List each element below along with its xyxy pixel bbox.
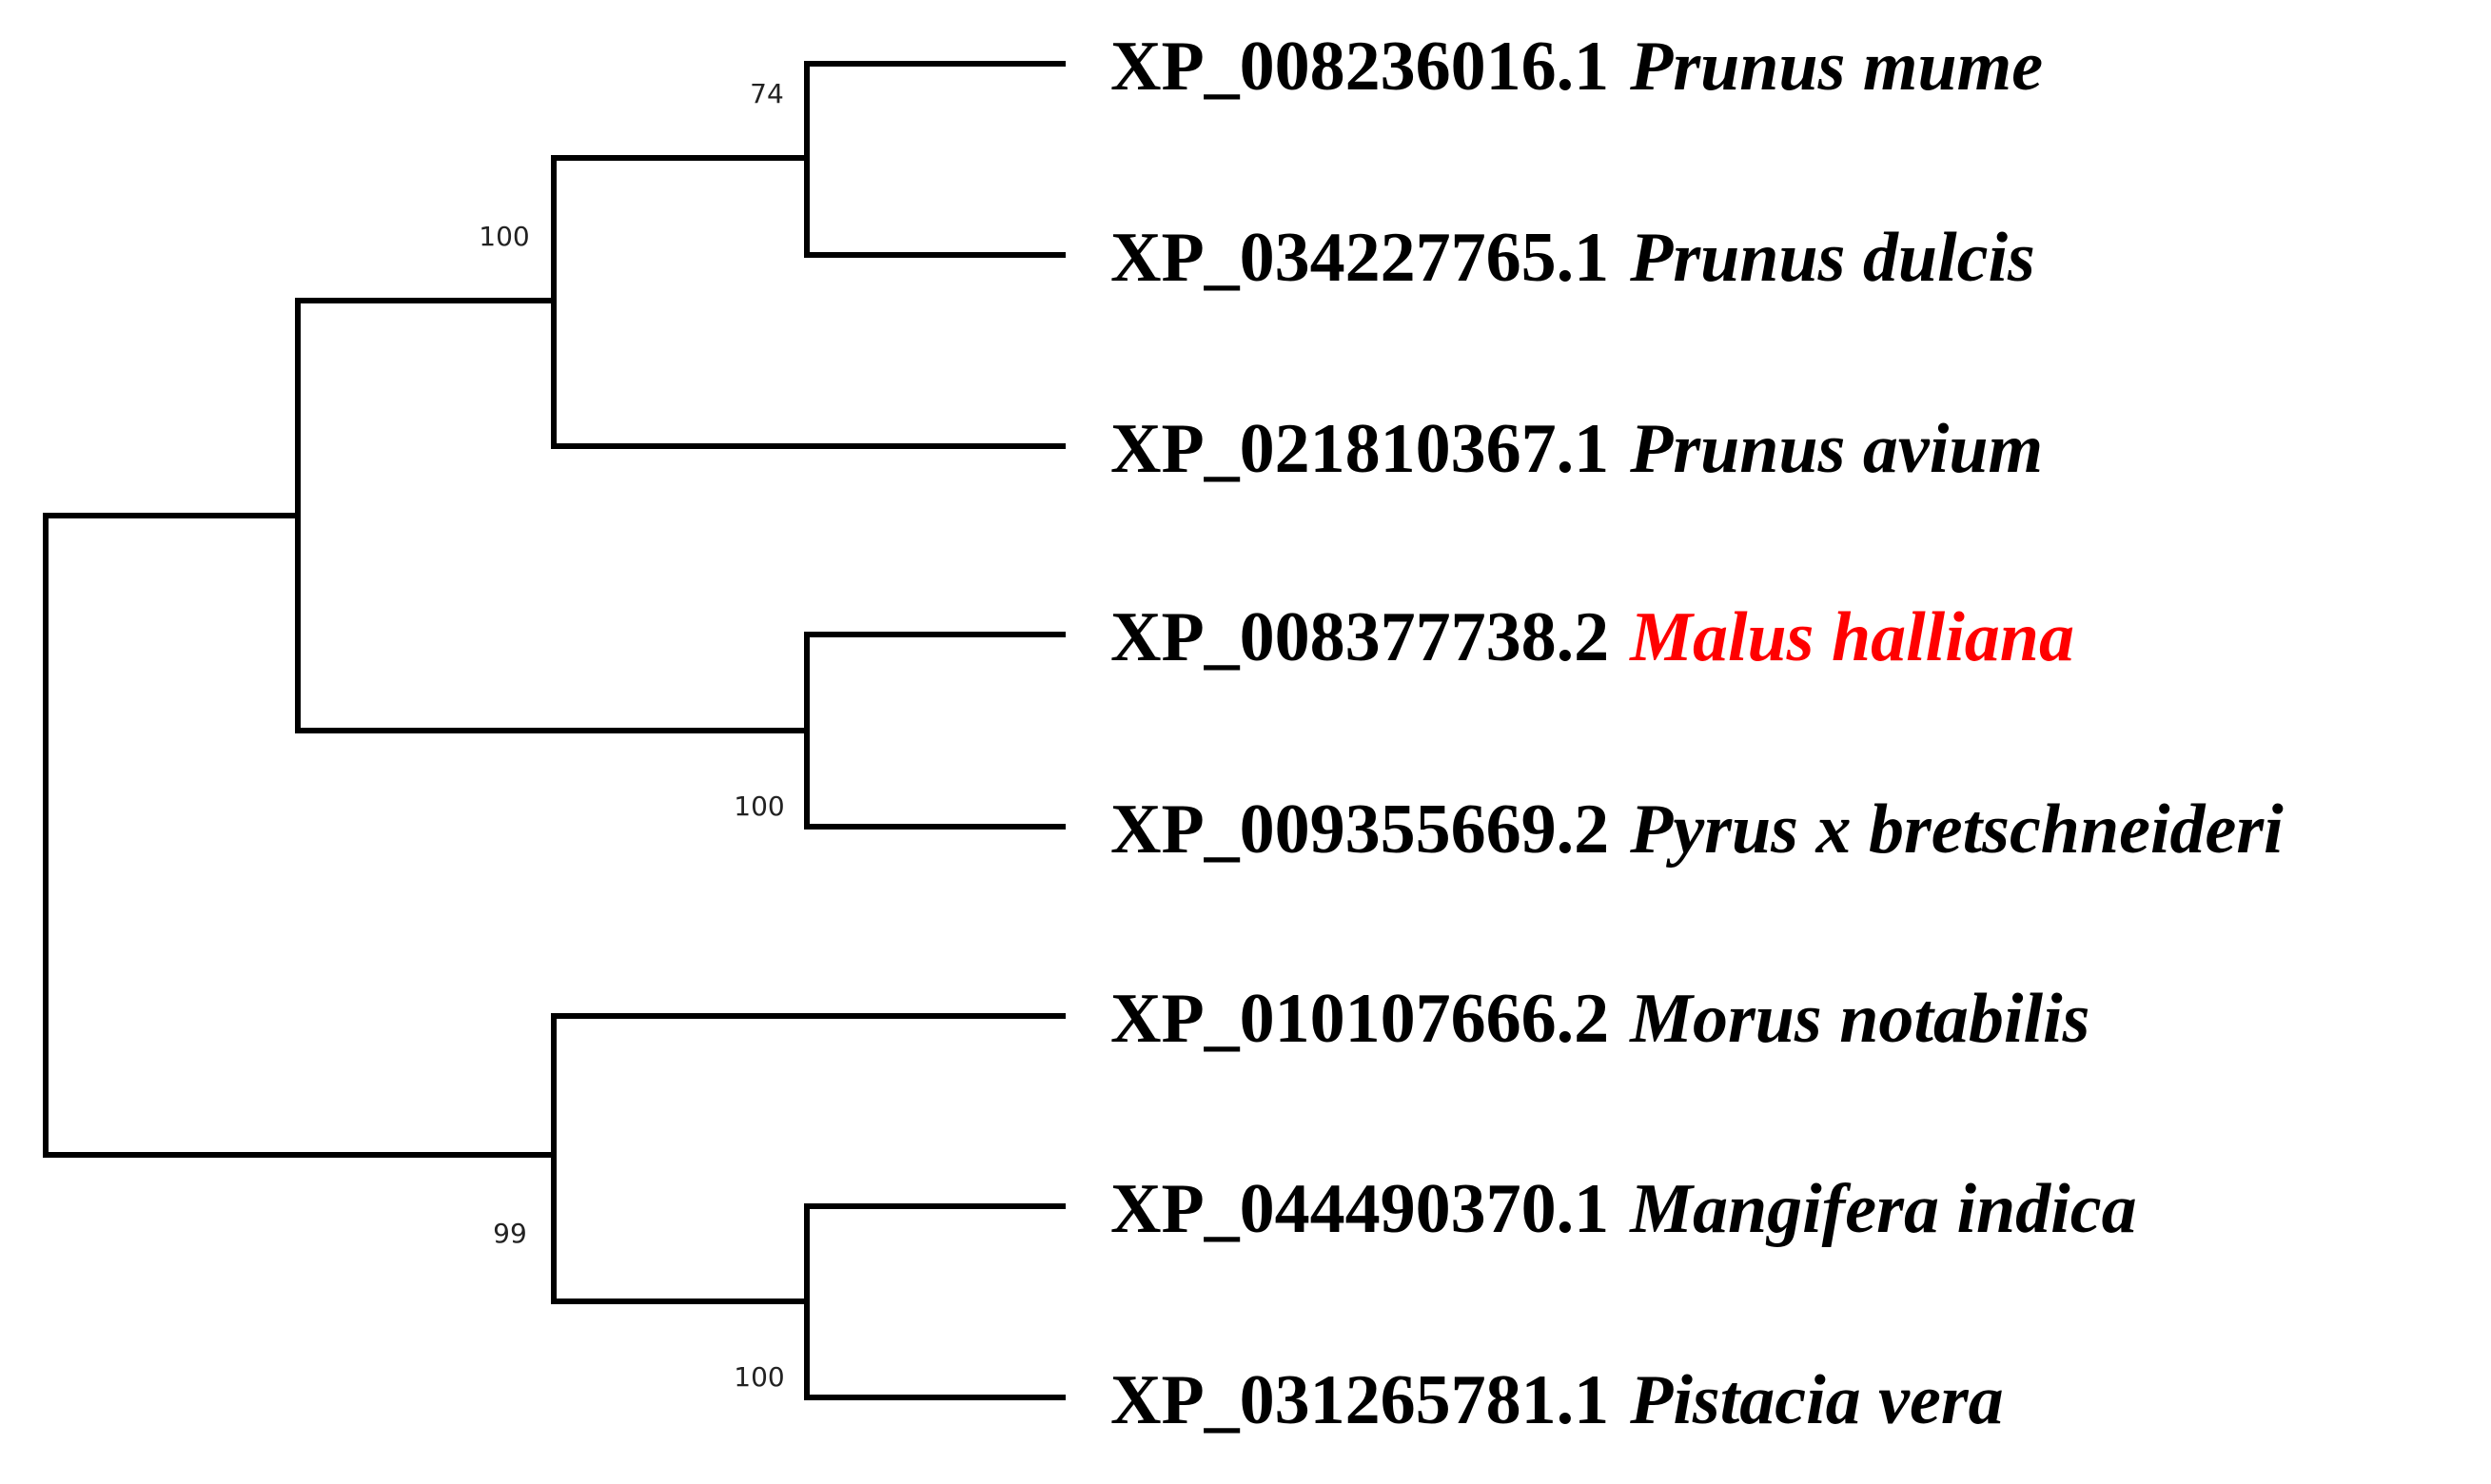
- bootstrap-value: 100: [734, 791, 784, 822]
- leaf-label: XP_044490370.1 Mangifera indica: [1110, 1170, 2137, 1248]
- branch-morus-clade: [551, 1013, 1066, 1304]
- accession-label: XP_009355669.2: [1110, 791, 1609, 869]
- branch-malus-pyrus: [804, 632, 1066, 830]
- leaf-label: XP_008377738.2 Malus halliana: [1110, 598, 2074, 676]
- leaf-label: XP_021810367.1 Prunus avium: [1110, 410, 2043, 488]
- bootstrap-value: 100: [479, 221, 529, 252]
- bootstrap-value: 99: [493, 1218, 527, 1249]
- leaf-label: XP_009355669.2 Pyrus x bretschneideri: [1110, 791, 2284, 869]
- species-label: Prunus dulcis: [1629, 219, 2035, 297]
- species-label: Prunus avium: [1629, 410, 2043, 488]
- leaf-label: XP_008236016.1 Prunus mume: [1110, 28, 2043, 106]
- bootstrap-values: 74 100 100 99 100: [479, 78, 784, 1393]
- accession-label: XP_010107666.2: [1110, 980, 1609, 1058]
- species-label: Pyrus x bretschneideri: [1629, 791, 2284, 869]
- accession-label: XP_034227765.1: [1110, 219, 1609, 297]
- accession-label: XP_031265781.1: [1110, 1361, 1609, 1439]
- species-label: Morus notabilis: [1629, 980, 2089, 1058]
- accession-label: XP_008236016.1: [1110, 28, 1609, 106]
- species-label: Malus halliana: [1629, 598, 2074, 676]
- species-label: Pistacia vera: [1629, 1361, 2004, 1439]
- leaf-labels: XP_008236016.1 Prunus mume XP_034227765.1…: [1110, 28, 2284, 1439]
- bootstrap-value: 74: [750, 78, 784, 109]
- accession-label: XP_021810367.1: [1110, 410, 1609, 488]
- leaf-label: XP_031265781.1 Pistacia vera: [1110, 1361, 2004, 1439]
- branch-mangifera-pistacia: [804, 1203, 1066, 1400]
- branch-root: [43, 513, 557, 1158]
- species-label: Mangifera indica: [1629, 1170, 2136, 1248]
- species-label: Prunus mume: [1629, 28, 2043, 106]
- leaf-label: XP_010107666.2 Morus notabilis: [1110, 980, 2089, 1058]
- branch-prunus-mume-dulcis: [804, 61, 1066, 258]
- leaf-label: XP_034227765.1 Prunus dulcis: [1110, 219, 2035, 297]
- accession-label: XP_044490370.1: [1110, 1170, 1609, 1248]
- bootstrap-value: 100: [734, 1361, 784, 1393]
- accession-label: XP_008377738.2: [1110, 598, 1609, 676]
- tree-branches: [43, 61, 1066, 1400]
